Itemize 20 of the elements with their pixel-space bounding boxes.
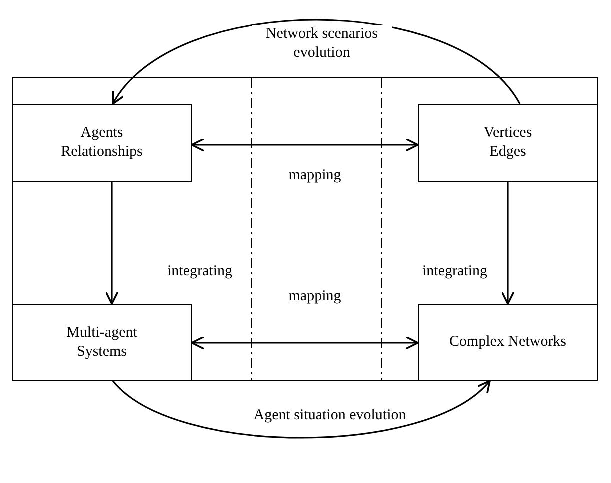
arrow — [191, 336, 419, 350]
arrow — [112, 19, 521, 105]
edge-label: mapping — [288, 166, 342, 186]
edge-label: integrating — [168, 262, 232, 282]
node-label: Multi-agent Systems — [66, 324, 138, 362]
edge-label: mapping — [288, 288, 342, 306]
arrow — [112, 380, 491, 439]
edge-label: integrating — [422, 262, 488, 282]
edge-label: Agent situation evolution — [254, 406, 406, 426]
process-box — [12, 304, 192, 381]
node-label: Vertices Edges — [482, 124, 534, 162]
arrow — [105, 182, 119, 305]
process-box — [418, 304, 598, 381]
process-box — [418, 104, 598, 182]
arrow — [501, 182, 515, 305]
node-label: Agents Relationships — [60, 124, 144, 162]
process-box — [12, 104, 192, 182]
frame-box — [12, 77, 598, 381]
arrow — [191, 138, 419, 152]
node-label: Complex Networks — [449, 333, 567, 352]
